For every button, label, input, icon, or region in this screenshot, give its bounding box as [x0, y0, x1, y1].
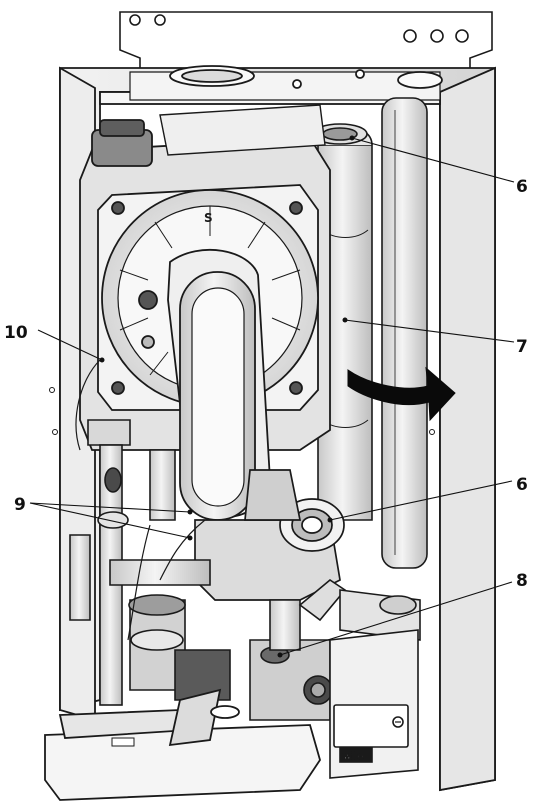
callout-6-bottom: 6	[516, 475, 528, 495]
pump-head: wilo	[329, 629, 419, 779]
svg-text:S: S	[204, 211, 213, 225]
air-gas-duct	[138, 248, 271, 521]
left-pipes	[69, 419, 211, 706]
expansion-vessel	[381, 97, 428, 569]
boiler-casing	[49, 65, 496, 792]
callout-8: 8	[516, 571, 528, 591]
callout-7: 7	[516, 337, 528, 357]
callout-6-top: 6	[516, 177, 528, 197]
leader-lines	[29, 137, 515, 656]
leader-dots	[99, 135, 355, 658]
hydraulic-group	[128, 579, 421, 721]
wiring	[75, 359, 206, 641]
bottom-tray	[44, 688, 321, 801]
pump-logo: wilo	[343, 752, 364, 762]
callout-9: 9	[14, 495, 26, 515]
airflow-arrow-icon	[347, 366, 456, 422]
fan-unit	[194, 469, 345, 601]
callout-10: 10	[4, 323, 28, 343]
top-bracket	[119, 11, 493, 71]
